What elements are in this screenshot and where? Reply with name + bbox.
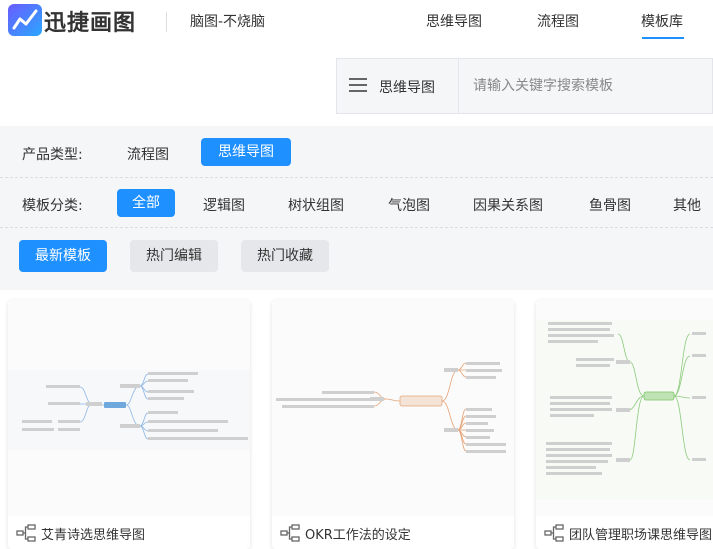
product-option-mindmap[interactable]: 思维导图 (201, 138, 291, 166)
filter-divider (0, 227, 713, 228)
sort-hot-edit[interactable]: 热门编辑 (130, 240, 218, 272)
category-causal[interactable]: 因果关系图 (473, 198, 543, 214)
mindmap-thumbnail-icon (8, 370, 250, 450)
mindmap-icon (544, 524, 564, 542)
nav-mindmap[interactable]: 思维导图 (426, 14, 482, 30)
category-label: 模板分类: (22, 198, 83, 214)
template-card[interactable]: 团队管理职场课思维导图 (536, 300, 713, 549)
category-all[interactable]: 全部 (117, 189, 175, 217)
product-option-flowchart[interactable]: 流程图 (127, 147, 169, 163)
brand-name[interactable]: 迅捷画图 (44, 11, 137, 36)
card-title-row[interactable]: 艾青诗选思维导图 (8, 516, 250, 549)
sort-latest[interactable]: 最新模板 (19, 240, 107, 272)
menu-icon (349, 78, 367, 92)
header-divider (166, 12, 167, 32)
category-bubble[interactable]: 气泡图 (388, 198, 430, 214)
category-other[interactable]: 其他 (673, 198, 701, 214)
search-bar: 思维导图 (336, 58, 713, 114)
mindmap-thumbnail-icon (276, 362, 506, 453)
template-thumbnail[interactable] (536, 300, 713, 516)
nav-template-library[interactable]: 模板库 (641, 14, 683, 30)
filter-divider (0, 177, 713, 178)
category-logic[interactable]: 逻辑图 (203, 198, 245, 214)
template-thumbnail[interactable] (8, 300, 250, 516)
product-type-label: 产品类型: (22, 147, 83, 163)
category-tree[interactable]: 树状组图 (288, 198, 344, 214)
mindmap-icon (280, 524, 300, 542)
template-card[interactable]: OKR工作法的设定 (272, 300, 514, 549)
search-type-label: 思维导图 (379, 80, 435, 96)
search-type-select[interactable]: 思维导图 (337, 59, 459, 113)
category-fishbone[interactable]: 鱼骨图 (589, 198, 631, 214)
template-thumbnail[interactable] (272, 300, 514, 516)
card-title[interactable]: 团队管理职场课思维导图 (569, 528, 713, 543)
template-card[interactable]: 艾青诗选思维导图 (8, 300, 250, 549)
card-title[interactable]: OKR工作法的设定 (305, 528, 411, 543)
active-nav-indicator (642, 37, 684, 39)
logo-icon[interactable] (8, 4, 42, 36)
card-title[interactable]: 艾青诗选思维导图 (41, 528, 146, 543)
slogan: 脑图-不烧脑 (190, 14, 266, 30)
mindmap-thumbnail-icon (536, 320, 713, 500)
nav-flowchart[interactable]: 流程图 (537, 14, 579, 30)
filter-panel: 产品类型: 流程图 思维导图 模板分类: 全部 逻辑图 树状组图 气泡图 因果关… (0, 126, 713, 290)
search-input[interactable] (473, 71, 703, 101)
card-title-row[interactable]: OKR工作法的设定 (272, 516, 514, 549)
sort-hot-favorite[interactable]: 热门收藏 (241, 240, 329, 272)
top-header: 迅捷画图 脑图-不烧脑 思维导图 流程图 模板库 (0, 0, 713, 42)
card-title-row[interactable]: 团队管理职场课思维导图 (536, 516, 713, 549)
mindmap-icon (16, 524, 36, 542)
